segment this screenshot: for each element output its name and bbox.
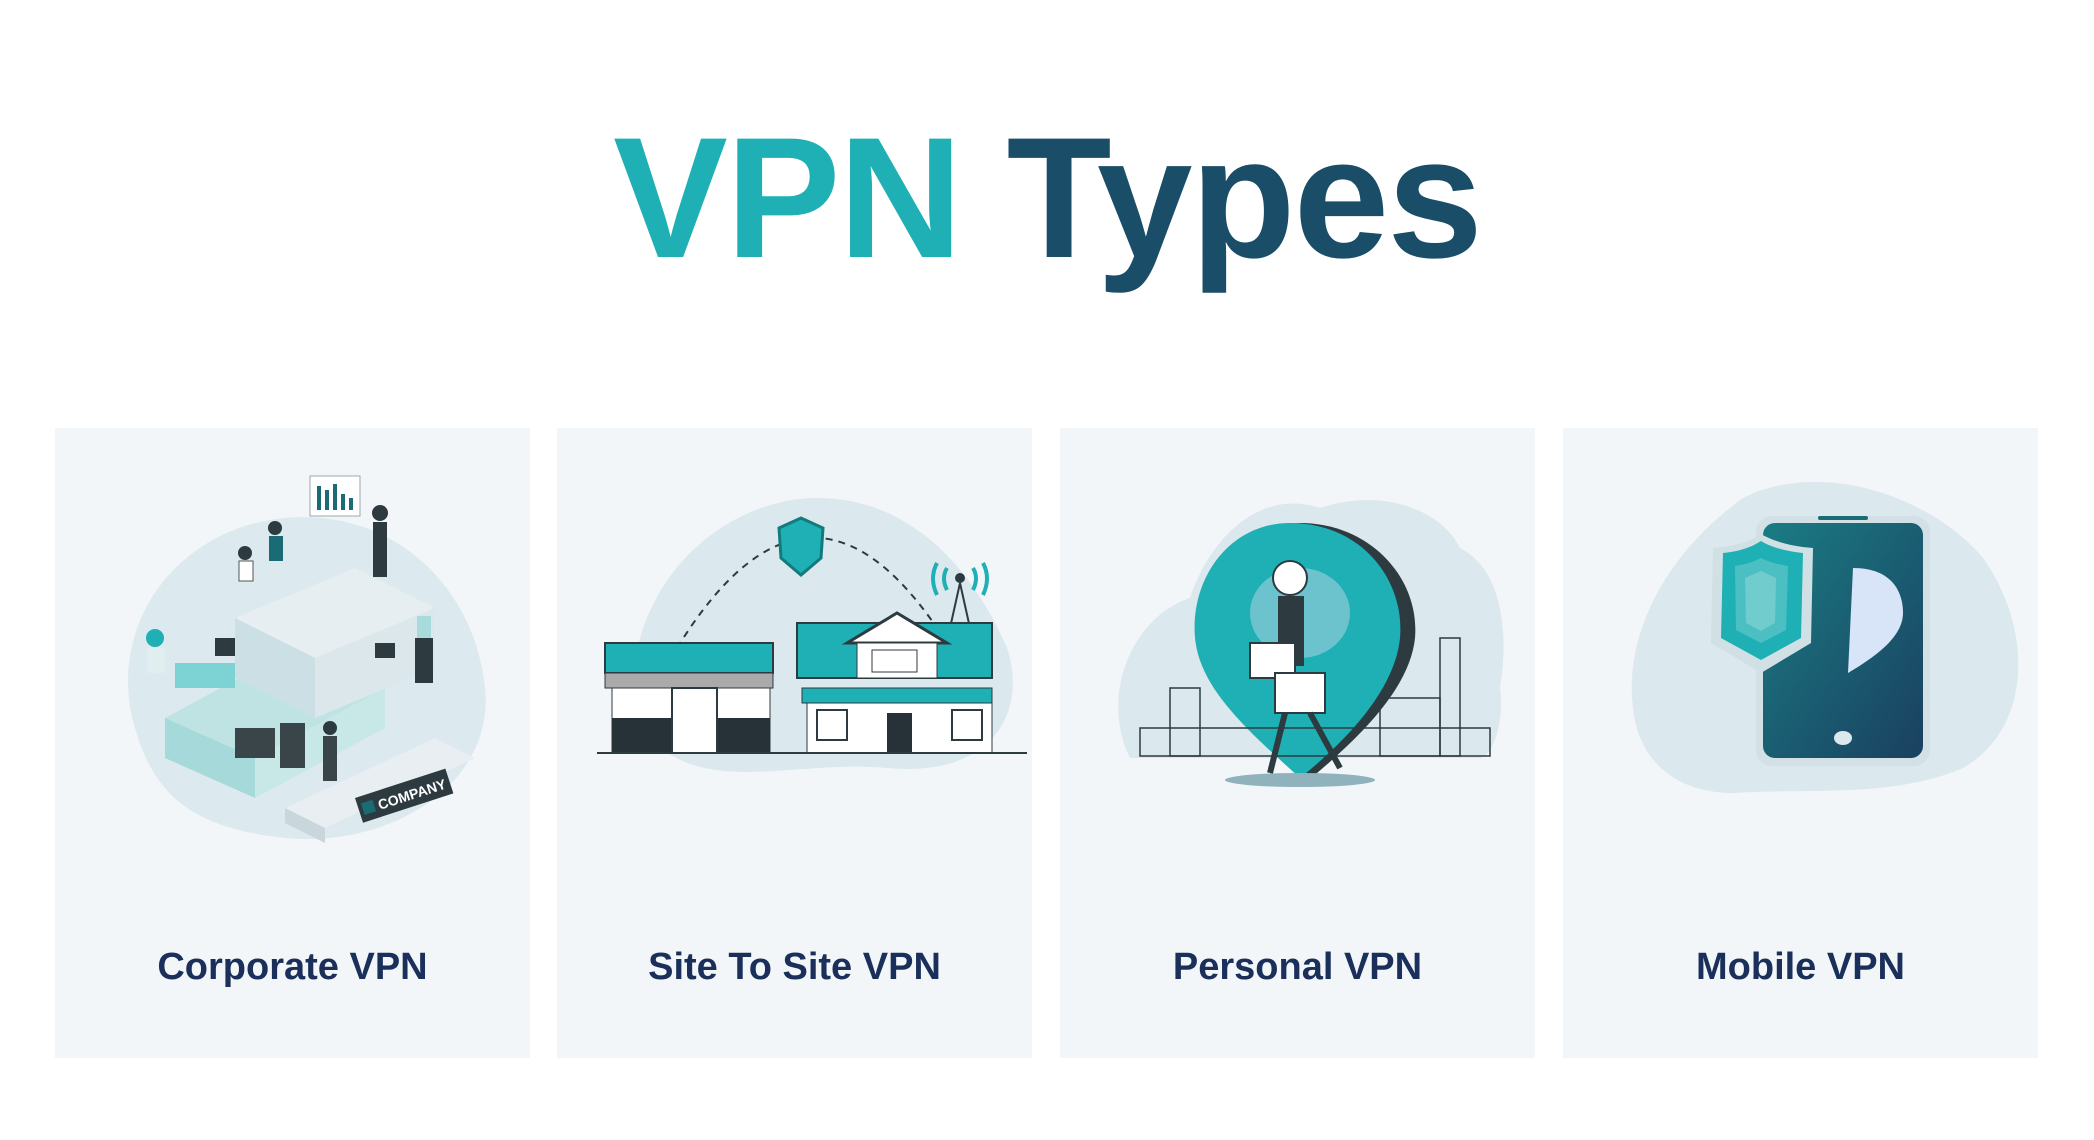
- card-personal-vpn: Personal VPN: [1060, 428, 1535, 1058]
- card-corporate-vpn: COMPANY Corporate VPN: [55, 428, 530, 1058]
- page-title: VPN Types: [0, 112, 2094, 284]
- card-label-mobile: Mobile VPN: [1695, 946, 1906, 988]
- card-mobile-vpn: Mobile VPN: [1563, 428, 2038, 1058]
- personal-location-illustration-icon: [1118, 500, 1504, 787]
- site-to-site-illustration-icon: [597, 498, 1027, 772]
- card-site-to-site-vpn: Site To Site VPN: [557, 428, 1032, 1058]
- office-illustration-icon: COMPANY: [128, 475, 486, 843]
- title-vpn: VPN: [613, 102, 963, 294]
- mobile-shield-illustration-icon: [1631, 481, 2019, 793]
- card-label-personal: Personal VPN: [1172, 946, 1423, 988]
- card-label-site-to-site: Site To Site VPN: [648, 946, 941, 988]
- card-label-corporate: Corporate VPN: [157, 946, 428, 988]
- title-types: Types: [1006, 102, 1483, 294]
